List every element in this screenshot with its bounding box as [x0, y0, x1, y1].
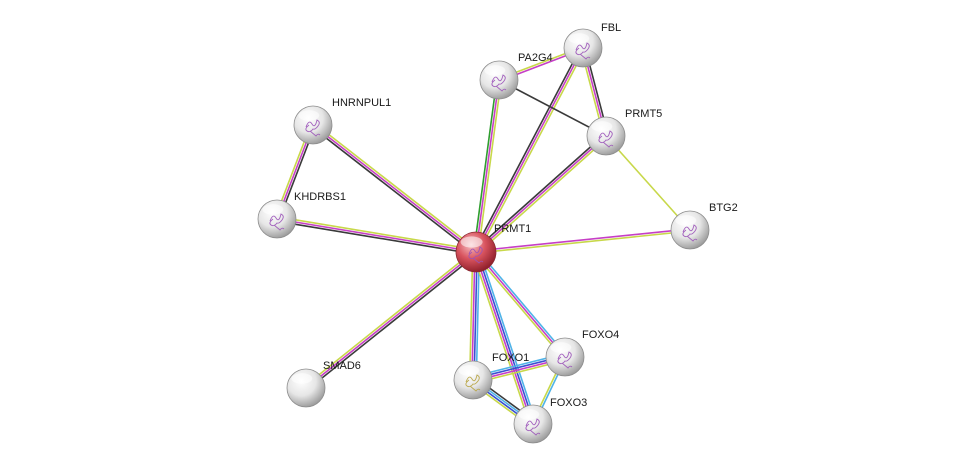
- node-highlight: [675, 215, 697, 226]
- edge-evidence-magenta: [475, 135, 607, 253]
- edge-prmt1-prmt5[interactable]: [474, 133, 608, 255]
- edge-evidence-green: [473, 79, 498, 252]
- edge-evidence-yellow: [476, 230, 691, 254]
- edge-evidence-yellow: [477, 48, 586, 254]
- edge-evidence-magenta: [312, 124, 477, 253]
- edge-evidence-magenta: [474, 252, 533, 425]
- protein-structure-icon: [269, 213, 285, 231]
- node-prmt5[interactable]: PRMT5: [586, 108, 662, 156]
- node-khdrbs1[interactable]: KHDRBS1: [257, 191, 346, 239]
- node-pa2g4[interactable]: PA2G4: [479, 52, 553, 100]
- node-label-smad6: SMAD6: [323, 360, 361, 372]
- edge-prmt1-khdrbs1[interactable]: [276, 216, 477, 255]
- node-highlight: [298, 110, 320, 121]
- node-highlight: [518, 409, 540, 420]
- node-foxo4[interactable]: FOXO4: [545, 329, 619, 377]
- node-highlight: [291, 373, 313, 384]
- edge-evidence-yellow: [313, 122, 478, 251]
- edge-evidence-black: [498, 79, 607, 137]
- edge-evidence-yellow: [304, 249, 476, 387]
- edge-evidence-magenta: [475, 47, 584, 253]
- node-smad6[interactable]: SMAD6: [286, 360, 361, 408]
- node-foxo1[interactable]: FOXO1: [453, 352, 529, 400]
- node-label-prmt5: PRMT5: [625, 108, 662, 120]
- node-highlight: [550, 342, 572, 353]
- protein-structure-icon: [305, 119, 321, 137]
- edge-evidence-yellow: [473, 252, 564, 359]
- edge-prmt1-btg2[interactable]: [475, 228, 691, 254]
- edge-prmt5-btg2[interactable]: [605, 135, 691, 231]
- protein-structure-icon: [491, 74, 507, 92]
- edge-evidence-black: [474, 133, 606, 251]
- edge-evidence-magenta: [305, 251, 477, 389]
- node-label-foxo3: FOXO3: [550, 397, 587, 409]
- edge-evidence-magenta: [475, 79, 500, 253]
- edge-prmt1-foxo3[interactable]: [472, 250, 537, 426]
- edge-evidence-yellow: [468, 251, 474, 380]
- edge-prmt1-smad6[interactable]: [304, 249, 478, 391]
- node-highlight: [458, 365, 480, 376]
- protein-structure-icon: [575, 42, 591, 60]
- node-label-fbl: FBL: [601, 22, 621, 34]
- edge-evidence-blue: [473, 252, 478, 381]
- node-label-pa2g4: PA2G4: [518, 52, 553, 64]
- node-label-foxo1: FOXO1: [492, 352, 529, 364]
- edge-evidence-yellow: [477, 80, 502, 253]
- node-label-prmt1: PRMT1: [494, 223, 531, 235]
- node-label-foxo4: FOXO4: [582, 329, 619, 341]
- edge-evidence-blue: [476, 251, 535, 424]
- protein-structure-icon: [682, 224, 698, 242]
- edge-evidence-yellow: [277, 216, 477, 251]
- node-prmt1[interactable]: PRMT1: [455, 223, 531, 273]
- node-fbl[interactable]: FBL: [563, 22, 621, 68]
- node-highlight: [484, 65, 506, 76]
- protein-structure-icon: [598, 130, 614, 148]
- protein-structure-icon: [557, 351, 573, 369]
- edge-evidence-yellow: [472, 252, 531, 426]
- node-highlight: [262, 204, 284, 215]
- edge-evidence-cyan: [478, 250, 537, 424]
- edge-prmt1-pa2g4[interactable]: [473, 79, 502, 253]
- node-hnrnpul1[interactable]: HNRNPUL1: [293, 97, 391, 145]
- node-label-hnrnpul1: HNRNPUL1: [332, 97, 391, 109]
- edge-evidence-black: [276, 220, 476, 255]
- edge-prmt1-foxo4[interactable]: [473, 250, 568, 359]
- edge-evidence-magenta: [276, 218, 477, 253]
- edge-pa2g4-prmt5[interactable]: [498, 79, 607, 137]
- edge-evidence-cyan: [477, 250, 568, 357]
- edge-prmt1-fbl[interactable]: [473, 46, 586, 254]
- edge-evidence-magenta: [475, 228, 690, 252]
- node-foxo3[interactable]: FOXO3: [513, 397, 587, 444]
- edge-evidence-magenta: [471, 251, 476, 380]
- node-btg2[interactable]: BTG2: [670, 202, 738, 250]
- node-highlight: [568, 33, 590, 44]
- edge-evidence-magenta: [475, 251, 566, 358]
- protein-structure-icon: [465, 374, 481, 392]
- node-highlight: [460, 236, 483, 248]
- edge-evidence-black: [306, 253, 478, 391]
- node-highlight: [591, 121, 613, 132]
- edge-evidence-yellow: [605, 135, 691, 231]
- node-label-khdrbs1: KHDRBS1: [294, 191, 346, 203]
- edge-evidence-black: [311, 126, 476, 255]
- protein-structure-icon: [525, 418, 541, 436]
- node-label-btg2: BTG2: [709, 202, 738, 214]
- protein-structure-icon: [468, 246, 484, 264]
- edge-evidence-yellow: [476, 137, 608, 255]
- edge-evidence-black: [473, 46, 582, 252]
- edge-prmt1-hnrnpul1[interactable]: [311, 122, 478, 255]
